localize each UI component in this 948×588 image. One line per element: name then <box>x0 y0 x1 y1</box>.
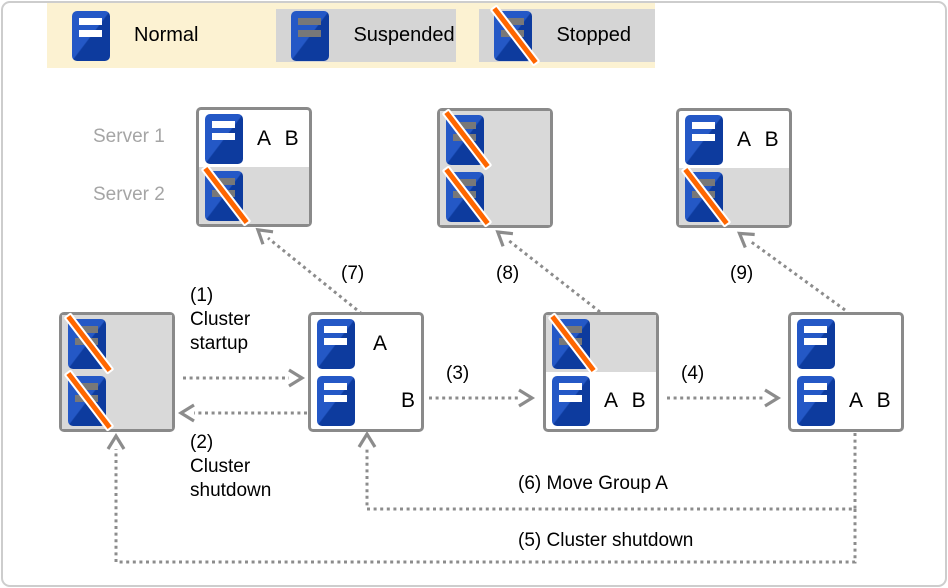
server-stopped-icon <box>680 164 732 228</box>
group-letters: A B <box>849 388 891 412</box>
server-stopped-icon <box>200 163 252 227</box>
row-label-server2: Server 2 <box>93 184 165 205</box>
group-letter-a: A <box>373 331 388 355</box>
legend-label-suspended: Suspended <box>353 24 455 46</box>
server1-slot: A <box>311 315 421 372</box>
server1-slot <box>791 315 901 372</box>
arrow-label-2: (2) Cluster shutdown <box>190 432 272 501</box>
legend-item-stopped: Stopped <box>479 3 655 67</box>
server2-slot: A B <box>546 372 656 429</box>
cluster-box-bottom-4: A B <box>788 312 904 432</box>
legend-label-stopped: Stopped <box>556 24 631 46</box>
server-normal-icon <box>205 113 243 164</box>
server2-slot: A B <box>791 372 901 429</box>
arrow-label-9: (9) <box>730 263 754 284</box>
server2-slot <box>62 368 172 432</box>
group-letters: A B <box>604 388 646 412</box>
legend-item-suspended: Suspended <box>276 9 457 62</box>
server1-slot: A B <box>199 110 309 167</box>
server-normal-icon <box>797 375 835 426</box>
arrow-label-5: (5) Cluster shutdown <box>518 530 694 551</box>
legend-label-normal: Normal <box>134 24 199 46</box>
server-stopped-icon <box>441 107 493 171</box>
cluster-box-top-2 <box>437 107 553 228</box>
cluster-box-top-1: A B <box>196 107 312 227</box>
row-label-server1: Server 1 <box>93 126 165 147</box>
server-suspended-icon <box>291 10 330 61</box>
server2-slot <box>199 163 309 227</box>
server2-slot <box>440 164 550 228</box>
legend: Normal Suspended Stopped <box>47 3 655 68</box>
server-normal-icon <box>317 318 355 369</box>
legend-item-normal: Normal <box>72 9 198 62</box>
server-stopped-icon <box>63 368 115 432</box>
cluster-box-bottom-1 <box>59 311 175 432</box>
group-letters: A B <box>737 127 779 151</box>
arrow-label-6: (6) Move Group A <box>518 473 668 494</box>
arrow-label-4: (4) <box>681 363 705 384</box>
server-stopped-icon <box>441 164 493 228</box>
arrow-label-1: (1) Cluster startup <box>190 285 251 354</box>
server-normal-icon <box>797 318 835 369</box>
server-normal-icon <box>72 10 110 61</box>
cluster-box-bottom-3: A B <box>543 311 659 432</box>
server-stopped-icon <box>490 3 541 67</box>
group-letters: A B <box>257 126 299 150</box>
server-normal-icon <box>552 375 590 426</box>
arrow-label-8: (8) <box>496 263 520 284</box>
server-normal-icon <box>317 375 355 426</box>
server1-slot <box>546 311 656 375</box>
server1-slot <box>62 311 172 375</box>
server-stopped-icon <box>63 311 115 375</box>
server-stopped-icon <box>547 311 599 375</box>
server1-slot <box>440 107 550 171</box>
server-normal-icon <box>685 114 723 165</box>
cluster-box-top-3: A B <box>676 108 792 228</box>
group-letter-b: B <box>401 388 416 412</box>
server1-slot: A B <box>679 111 789 168</box>
server2-slot <box>679 164 789 228</box>
server2-slot: B <box>311 372 421 429</box>
arrow-label-7: (7) <box>341 263 365 284</box>
arrow-label-3: (3) <box>446 363 470 384</box>
cluster-box-bottom-2: A B <box>308 312 424 432</box>
